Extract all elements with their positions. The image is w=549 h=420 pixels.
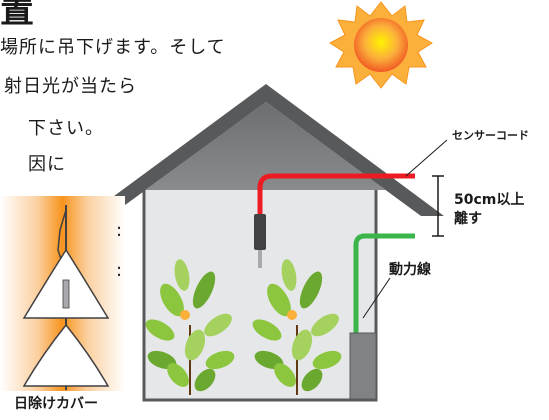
instruction-line-1: 場所に吊下げます。そして <box>0 37 226 58</box>
sun-cover-icon <box>0 196 125 391</box>
sun-icon <box>329 1 433 89</box>
distance-marker <box>432 175 444 237</box>
distance-label-line-2: 離す <box>454 211 482 227</box>
sensor-icon <box>254 214 266 268</box>
power-line-label: 動力線 <box>389 262 431 278</box>
sensor-cord-leader <box>405 139 448 177</box>
instruction-line-2: 射日光が当たら <box>4 76 137 97</box>
sun-cover-label: 日除けカバー <box>14 396 98 412</box>
heading-fragment: 置 <box>0 0 34 31</box>
side-mark-2: : <box>116 260 124 281</box>
sensor-cord-label: センサーコード <box>452 129 529 142</box>
distance-label-line-1: 50cm以上 <box>454 192 525 208</box>
sensor-cord <box>257 173 415 216</box>
instruction-line-4: 因に <box>28 154 66 175</box>
instruction-line-3: 下さい。 <box>28 118 104 139</box>
plant-icon <box>252 259 342 395</box>
plant-icon <box>145 259 235 395</box>
power-line <box>353 233 415 334</box>
attic-shade <box>145 102 386 190</box>
side-mark-1: : <box>116 220 124 241</box>
power-line-leader <box>362 277 391 319</box>
power-box-icon <box>349 332 377 400</box>
